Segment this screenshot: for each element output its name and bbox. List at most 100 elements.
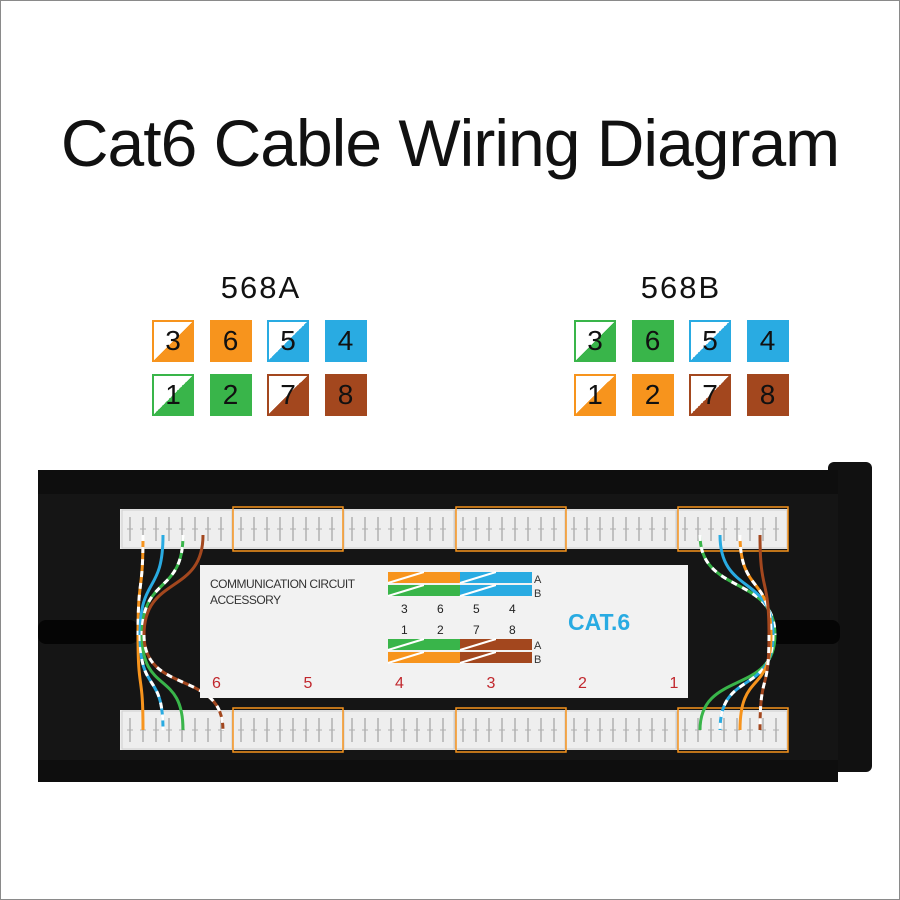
jack-block	[454, 710, 566, 750]
pin-number: 5	[280, 325, 296, 356]
panel-bottom-edge	[38, 760, 838, 782]
pin-568a-6: 6	[209, 320, 252, 362]
mini-stripe	[387, 638, 425, 651]
mini-swatch	[496, 652, 532, 663]
wire-stripe	[140, 534, 185, 636]
pin-number: 8	[337, 379, 354, 410]
jack-highlight	[677, 707, 789, 753]
mini-number: 8	[509, 623, 516, 637]
pin-568b-3: 3	[574, 320, 616, 362]
mini-stripe	[387, 651, 425, 664]
mini-top-numbers: 3 6 5 4	[401, 602, 516, 616]
mini-number: 6	[437, 602, 444, 616]
port-number-1: 1	[670, 675, 679, 692]
pin-568b-1: 1	[574, 374, 616, 416]
pin-number: 1	[165, 379, 181, 410]
mini-number: 3	[401, 602, 408, 616]
pin-568b-2: 2	[631, 374, 674, 416]
jack-highlight	[232, 707, 344, 753]
pin-568a-5: 5	[267, 320, 309, 362]
pin-number: 2	[644, 379, 661, 410]
wire-stripe	[138, 634, 165, 731]
wire-orange	[136, 634, 145, 731]
label-text-line1: COMMUNICATION CIRCUIT	[210, 577, 356, 591]
pin-568a-2: 2	[209, 374, 252, 416]
wire-stripe	[136, 534, 145, 636]
mini-stripe	[387, 584, 425, 597]
pin-number: 3	[587, 325, 603, 356]
jack-highlight	[455, 506, 567, 552]
port-numbers: 6 5 4 3 2 1	[212, 675, 679, 692]
label-text-line2: ACCESSORY	[210, 593, 281, 607]
patch-panel: COMMUNICATION CIRCUIT ACCESSORY CAT.6 A …	[38, 462, 872, 782]
jack-block	[121, 509, 233, 549]
pin-number: 5	[702, 325, 718, 356]
wire-stripe	[718, 634, 775, 731]
mini-number: 7	[473, 623, 480, 637]
mini-number: 5	[473, 602, 480, 616]
port-number-3: 3	[487, 675, 496, 692]
pin-568b-7: 7	[689, 374, 731, 416]
mini-stripe	[459, 651, 497, 664]
wire-blue	[138, 534, 165, 636]
pin-number: 6	[222, 325, 239, 356]
mini-row-a2-label: A	[534, 640, 542, 652]
mini-row-a-label: A	[534, 574, 542, 586]
cat6-label: CAT.6	[568, 609, 630, 635]
wire-brown	[142, 634, 225, 731]
mini-swatch	[424, 652, 460, 663]
jack-block	[343, 509, 455, 549]
pin-number: 7	[702, 379, 718, 410]
wire-brown	[142, 534, 205, 636]
pin-568b-8: 8	[746, 374, 789, 416]
pin-568a-3: 3	[152, 320, 194, 362]
mini-row-b-label: B	[534, 588, 541, 600]
mini-stripe	[459, 584, 497, 597]
mini-number: 1	[401, 623, 408, 637]
pin-568b-6: 6	[631, 320, 674, 362]
port-number-5: 5	[304, 675, 313, 692]
port-number-4: 4	[395, 675, 404, 692]
jack-block	[454, 509, 566, 549]
panel-top-edge	[38, 470, 838, 494]
mini-stripe	[459, 638, 497, 651]
port-number-6: 6	[212, 675, 221, 692]
jack-block	[343, 710, 455, 750]
wire-stripe	[758, 634, 771, 731]
mini-swatch	[496, 639, 532, 650]
standard-label-568a: 568A	[220, 270, 302, 305]
pin-568b-5: 5	[689, 320, 731, 362]
mini-swatch	[496, 585, 532, 596]
jack-block	[676, 509, 788, 549]
wire-green	[140, 634, 185, 731]
cable-left	[38, 620, 138, 644]
mini-stripe	[387, 571, 425, 584]
pin-number: 7	[280, 379, 296, 410]
mini-number: 4	[509, 602, 516, 616]
wire-brown	[758, 534, 771, 636]
mini-row-b2-label: B	[534, 654, 541, 666]
page-title: Cat6 Cable Wiring Diagram	[60, 106, 840, 180]
pin-number: 4	[759, 325, 776, 356]
mini-swatch	[424, 585, 460, 596]
pin-568b-4: 4	[746, 320, 789, 362]
pin-number: 3	[165, 325, 181, 356]
jack-row-top	[120, 506, 789, 552]
pin-568a-4: 4	[324, 320, 367, 362]
mini-number: 2	[437, 623, 444, 637]
port-number-2: 2	[578, 675, 587, 692]
jack-highlight	[232, 506, 344, 552]
pin-number: 1	[587, 379, 603, 410]
cable-right	[770, 620, 840, 644]
pin-568a-7: 7	[267, 374, 309, 416]
jack-highlight	[677, 506, 789, 552]
pin-number: 8	[759, 379, 776, 410]
pin-568a-8: 8	[324, 374, 367, 416]
jack-block	[121, 710, 233, 750]
jack-highlight	[455, 707, 567, 753]
mini-bottom-numbers: 1 2 7 8	[401, 623, 516, 637]
mini-swatch	[424, 572, 460, 583]
cable-bundle-right	[828, 462, 872, 772]
mini-wiring-chart	[387, 571, 532, 664]
mini-stripe	[459, 571, 497, 584]
